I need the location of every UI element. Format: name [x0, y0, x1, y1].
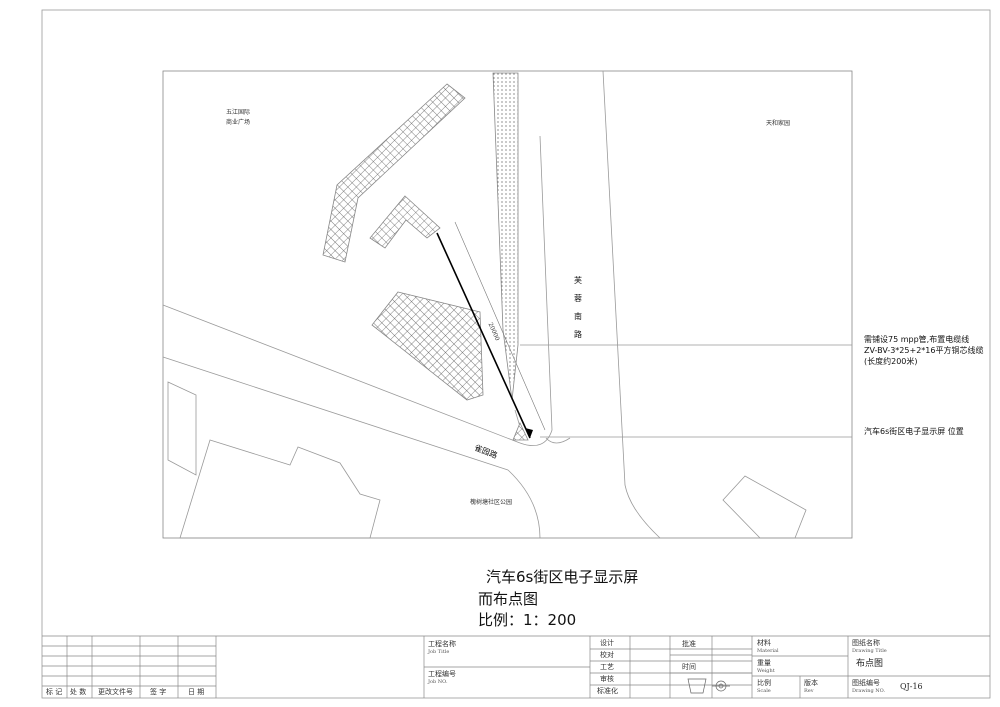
road-label-furong-2: 蓉	[574, 294, 582, 303]
job-title-label-en: Job Title	[428, 649, 450, 655]
role-standard: 标准化	[597, 687, 618, 695]
screen-location-note: 汽车6s街区电子显示屏 位置	[864, 427, 964, 436]
job-no-label: 工程编号	[428, 670, 456, 678]
drawing-no-value: QJ-16	[900, 682, 923, 691]
road-lines	[162, 70, 661, 539]
pipe-note-line1: 需铺设75 mpp管,布置电缆线	[864, 335, 970, 344]
job-no-label-en: Job NO.	[428, 679, 448, 685]
role-check: 校对	[600, 651, 614, 659]
material-label: 材料	[757, 639, 771, 647]
scale-label-en: Scale	[757, 688, 771, 694]
material-label-en: Material	[757, 648, 779, 654]
rev-header-count: 处 数	[70, 688, 87, 696]
road-label-furong-3: 南	[574, 312, 582, 321]
road-label-furong-4: 路	[574, 330, 582, 339]
edition-label: 版本	[804, 679, 818, 687]
cable-route	[436, 221, 546, 439]
pipe-note-line2: ZV-BV-3*25+2*16平方铜芯线缆	[864, 346, 984, 355]
pipe-note-line3: (长度约200米)	[864, 357, 918, 366]
caption-line1: 汽车6s街区电子显示屏	[486, 568, 639, 586]
edition-label-en: Rev	[804, 688, 814, 694]
place-label-tianhe: 天和家园	[766, 120, 791, 127]
drawing-title-value: 布点图	[856, 659, 884, 669]
hatched-blocks	[322, 72, 529, 441]
drawing-title-label: 图纸名称	[852, 639, 880, 647]
drawing-title-label-en: Drawing Title	[852, 648, 887, 654]
rev-header-date: 日 期	[188, 688, 205, 696]
time-label: 时间	[682, 663, 696, 671]
rev-header-file: 更改文件号	[98, 688, 133, 696]
place-label-wujiang-1: 五江国际	[226, 109, 251, 116]
caption-line2: 而布点图	[478, 590, 539, 608]
map-frame	[162, 70, 853, 539]
drawing-no-label: 图纸编号	[852, 679, 880, 687]
caption-line3: 比例：1：200	[478, 611, 577, 629]
sheet-border	[41, 9, 991, 699]
buildings	[167, 381, 807, 539]
place-label-wujiang-2: 商业广场	[226, 119, 251, 126]
road-label-furong-1: 芙	[574, 276, 582, 285]
drawing-no-label-en: Drawing NO.	[852, 688, 886, 694]
weight-label: 重量	[757, 659, 771, 667]
role-design: 设计	[600, 639, 614, 647]
rev-header-mark: 标 记	[46, 688, 63, 696]
place-label-park: 槐树塘社区公园	[470, 499, 513, 506]
approve-label: 批准	[682, 640, 696, 648]
scale-label: 比例	[757, 679, 771, 687]
projection-symbol-icon	[687, 678, 730, 694]
rev-header-sign: 签 字	[150, 688, 167, 696]
role-process: 工艺	[600, 663, 614, 671]
job-title-label: 工程名称	[428, 640, 456, 648]
role-review: 审核	[600, 675, 614, 683]
weight-label-en: Weight	[757, 668, 775, 674]
title-block-grid	[42, 635, 990, 698]
